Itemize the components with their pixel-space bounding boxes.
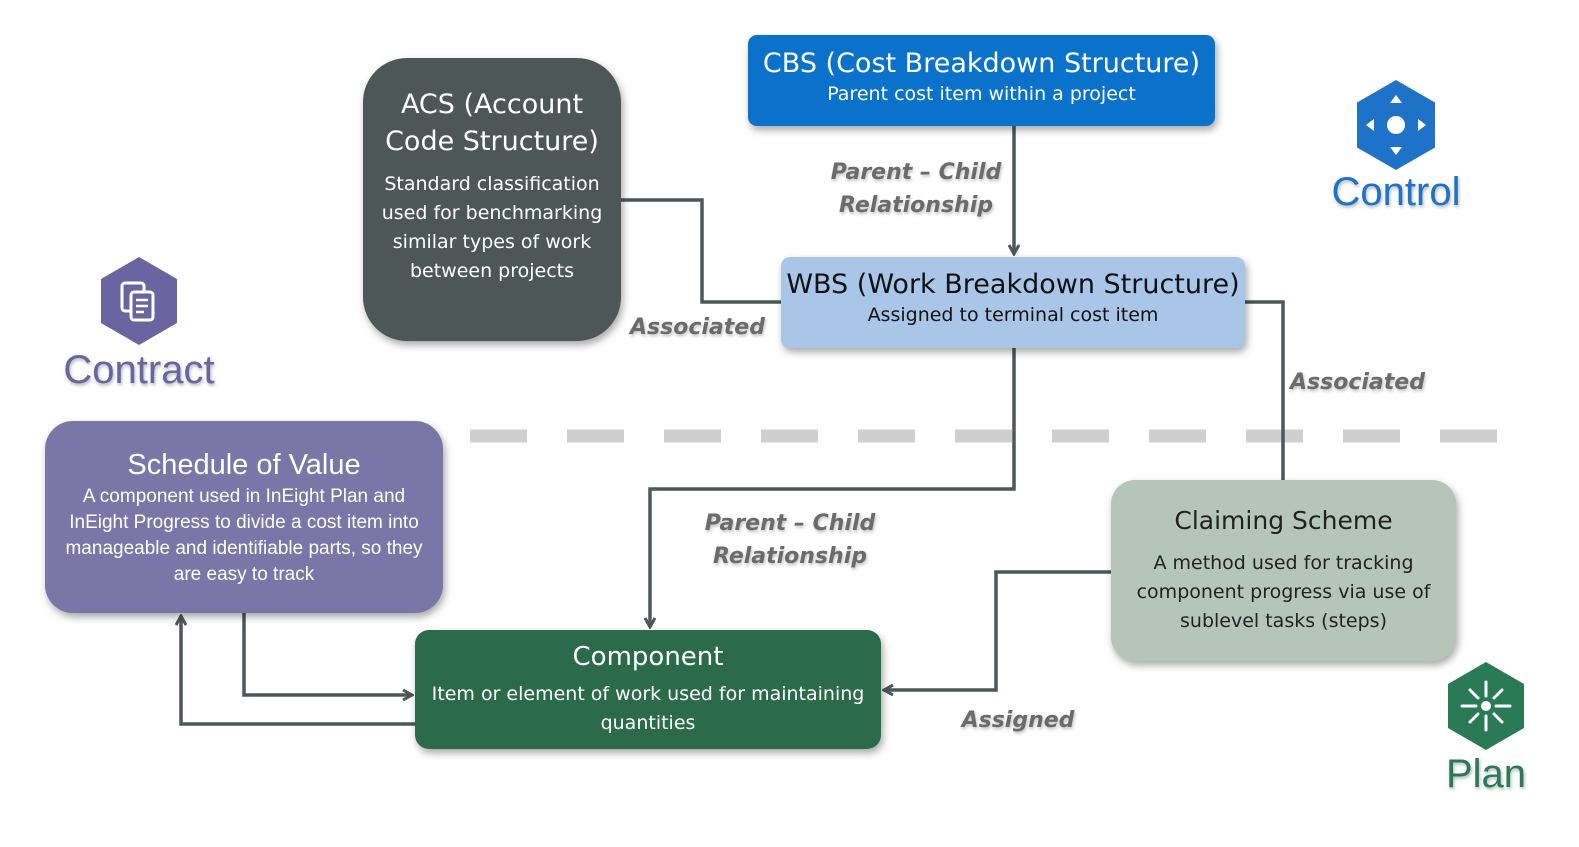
edge-label-claim-component: Assigned	[961, 708, 1075, 733]
schedule-of-value-description: A component used in InEight Plan and InE…	[65, 486, 423, 585]
edge-label-wbs-claim: Associated	[1290, 370, 1425, 395]
edge-label-acs-wbs: Associated	[630, 315, 765, 340]
component-title: Component	[572, 642, 724, 672]
wbs-node: WBS (Work Breakdown Structure) Assigned …	[781, 257, 1245, 348]
edge-acs-wbs	[621, 198, 781, 304]
claiming-scheme-node: Claiming Scheme A method used for tracki…	[1111, 480, 1456, 661]
acs-description: Standard classification used for benchma…	[381, 173, 603, 282]
edge-label-cbs-wbs-line2: Relationship	[838, 193, 994, 218]
component-node: Component Item or element of work used f…	[415, 630, 881, 749]
edge-claim-component	[884, 570, 1111, 690]
schedule-of-value-title: Schedule of Value	[127, 449, 361, 481]
plan-burst-icon	[1448, 662, 1524, 750]
edge-wbs-claim	[1245, 300, 1285, 480]
edge-label-wbs-component-line1: Parent – Child	[704, 511, 876, 536]
contract-documents-icon	[101, 257, 177, 345]
cbs-description: Parent cost item within a project	[827, 83, 1136, 105]
edge-component-sov	[181, 616, 415, 726]
edge-label-cbs-wbs: Parent – Child Relationship	[826, 156, 1006, 222]
control-compass-icon	[1357, 80, 1435, 170]
control-brand-label: Control	[1331, 170, 1461, 214]
edge-label-wbs-component: Parent – Child Relationship	[700, 507, 880, 573]
cbs-title: CBS (Cost Breakdown Structure)	[762, 48, 1201, 79]
schedule-of-value-node: Schedule of Value A component used in In…	[45, 421, 443, 613]
claiming-scheme-description: A method used for tracking component pro…	[1136, 552, 1431, 632]
edge-label-wbs-component-line2: Relationship	[712, 544, 868, 569]
wbs-title: WBS (Work Breakdown Structure)	[786, 269, 1240, 300]
acs-node: ACS (Account Code Structure) Standard cl…	[363, 58, 621, 341]
wbs-description: Assigned to terminal cost item	[867, 304, 1159, 326]
acs-title: ACS (Account Code Structure)	[385, 89, 599, 157]
edge-wbs-component	[650, 348, 1016, 627]
component-description: Item or element of work used for maintai…	[431, 683, 865, 734]
plan-brand-label: Plan	[1445, 752, 1527, 796]
edge-label-cbs-wbs-line1: Parent – Child	[830, 160, 1002, 185]
edge-sov-component	[242, 613, 412, 695]
cbs-node: CBS (Cost Breakdown Structure) Parent co…	[748, 35, 1215, 126]
contract-brand-label: Contract	[63, 348, 215, 392]
claiming-scheme-title: Claiming Scheme	[1174, 506, 1393, 535]
